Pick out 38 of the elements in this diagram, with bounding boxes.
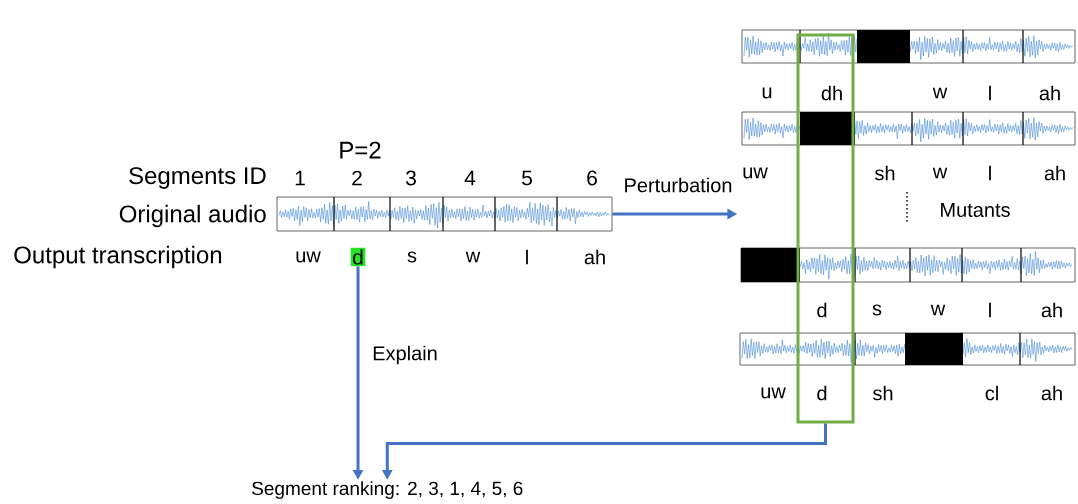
phoneme-label: ah	[1044, 165, 1065, 181]
phoneme-label: uw	[296, 251, 321, 263]
phoneme-label: sh	[873, 385, 893, 401]
phoneme-label: uw	[743, 167, 768, 179]
waveform-drawing	[741, 29, 1076, 64]
phoneme-label: d	[817, 385, 827, 401]
phoneme-label: d	[817, 302, 827, 318]
waveform-drawing	[740, 247, 1076, 283]
phoneme-label: w	[932, 167, 948, 179]
waveform-drawing	[739, 332, 1076, 366]
phoneme-label: dh	[821, 85, 842, 101]
ranking-text: Segment ranking: 2, 3, 1, 4, 5, 6	[252, 481, 523, 499]
phoneme-label: u	[762, 87, 772, 99]
phoneme-label: l	[989, 85, 991, 101]
row-label: Output transcription	[14, 245, 222, 269]
phoneme-label: s	[407, 251, 417, 263]
phoneme-label: w	[465, 251, 481, 263]
phoneme-label: l	[989, 302, 991, 318]
row-label: Segments ID	[129, 167, 266, 189]
phoneme-label: s	[872, 304, 882, 316]
phoneme-label: w	[930, 304, 946, 316]
phoneme-label: l	[989, 165, 991, 181]
phoneme-label: ah	[1041, 302, 1062, 318]
edge-label: Perturbation	[622, 176, 734, 194]
phoneme-label: ah	[1041, 385, 1062, 401]
phoneme-label: w	[932, 87, 948, 99]
mutants-label: Mutants	[941, 203, 1010, 217]
waveform-drawing	[741, 111, 1076, 146]
phoneme-label: sh	[875, 165, 895, 181]
parameter-label: P=2	[340, 141, 381, 159]
highlight-frame	[796, 33, 855, 424]
phoneme-label: cl	[985, 385, 998, 401]
edge-label: Explain	[371, 344, 439, 366]
phoneme-label: ah	[1039, 85, 1060, 101]
highlighted-phoneme: d	[350, 247, 366, 267]
segment-number: 2	[352, 170, 362, 186]
phoneme-label: uw	[761, 387, 786, 399]
waveform-drawing	[276, 196, 613, 232]
